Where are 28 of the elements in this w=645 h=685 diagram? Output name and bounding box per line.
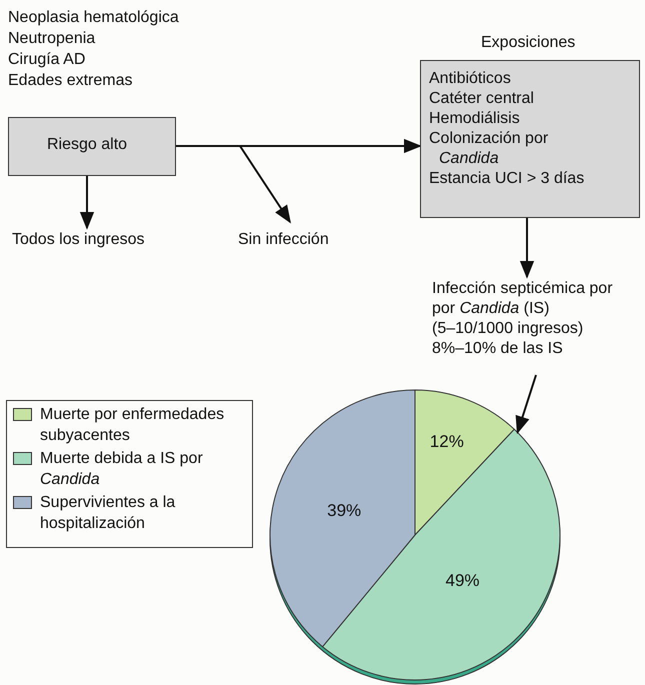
box-heading: Exposiciones	[481, 33, 576, 53]
risk-factor-text: Edades extremas	[8, 71, 133, 91]
slice-value-label: 12%	[430, 432, 464, 452]
slice-value-label: 49%	[446, 571, 480, 592]
legend-text: Supervivientes a la hospitalización	[40, 493, 176, 534]
node-text: 8%–10% de las IS	[432, 339, 564, 359]
list-item: Antibióticos	[429, 69, 512, 89]
slice-value-label: 39%	[327, 501, 362, 522]
node-text: Sin infección	[238, 230, 330, 250]
arrow	[516, 374, 537, 434]
list-item: Catéter central	[429, 89, 535, 109]
node-text: (5–10/1000 ingresos)	[432, 319, 584, 339]
box-label: Riesgo alto	[47, 135, 128, 155]
pie-chart	[270, 390, 560, 684]
list-item: Hemodiálisis	[429, 109, 521, 129]
list-item: Estancia UCI > 3 días	[429, 169, 586, 189]
risk-factor-text: Neutropenia	[8, 29, 96, 49]
node-text: Todos los ingresos	[12, 230, 146, 250]
arrow	[176, 145, 291, 224]
node-text: Infección septicémica por por Candida (IS)	[432, 279, 614, 319]
risk-factor-text: Neoplasia hematológica	[8, 8, 179, 28]
risk-factor-text: Cirugía AD	[8, 50, 86, 70]
legend-text: Muerte por enfermedades subyacentes	[40, 405, 226, 446]
process-box	[8, 117, 176, 176]
arrow	[80, 176, 94, 230]
arrow	[520, 218, 534, 279]
legend-text: Muerte debida a IS por Candida	[40, 449, 204, 490]
list-item: Colonización por Candida	[429, 129, 550, 169]
